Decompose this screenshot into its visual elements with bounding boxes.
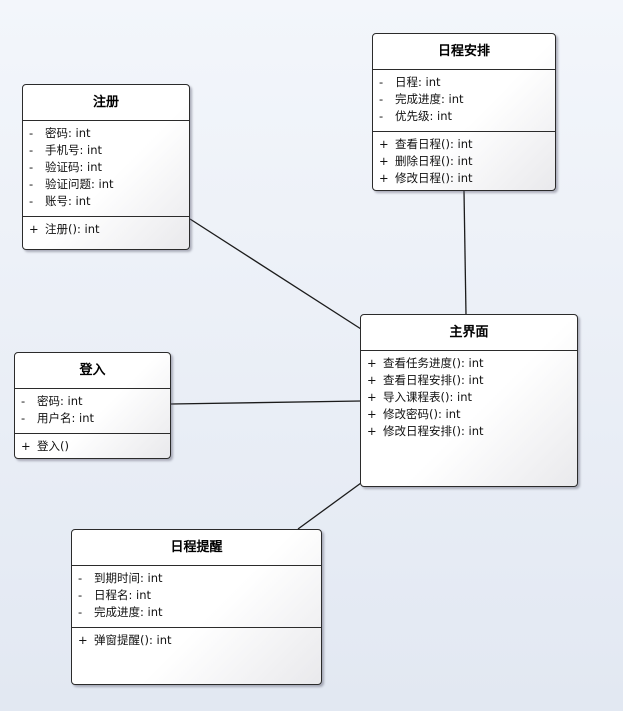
class-name: 登入 <box>15 353 170 389</box>
class-name: 主界面 <box>361 315 577 351</box>
attribute-text: 日程名: int <box>94 588 152 602</box>
association-zhuce-zhujiemian[interactable] <box>189 218 362 330</box>
operations-section: + 查看日程(): int + 删除日程(): int + 修改日程(): int <box>373 131 555 193</box>
visibility-marker: - <box>29 194 34 208</box>
attribute-row[interactable]: -验证码: int <box>23 159 189 176</box>
operations-section: + 登入() <box>15 433 170 461</box>
operation-row[interactable]: + 删除日程(): int <box>373 153 555 170</box>
attributes-section: -密码: int -用户名: int <box>15 389 170 433</box>
attribute-text: 账号: int <box>45 194 91 208</box>
attribute-row[interactable]: -日程名: int <box>72 587 321 604</box>
attributes-section: -到期时间: int -日程名: int -完成进度: int <box>72 566 321 627</box>
attribute-text: 完成进度: int <box>395 92 464 106</box>
attribute-row[interactable]: -密码: int <box>23 125 189 142</box>
operation-text: 修改密码(): int <box>383 407 461 421</box>
visibility-marker: - <box>29 143 34 157</box>
operation-text: 注册(): int <box>45 222 100 236</box>
attribute-row[interactable]: -到期时间: int <box>72 570 321 587</box>
attribute-text: 手机号: int <box>45 143 103 157</box>
visibility-marker: - <box>78 588 83 602</box>
association-richeng-tixing-zhujiemian[interactable] <box>297 482 362 530</box>
class-richeng-anpai[interactable]: 日程安排 -日程: int -完成进度: int -优先级: int +查看日程… <box>372 33 556 191</box>
attribute-text: 优先级: int <box>395 109 453 123</box>
visibility-marker: + <box>367 373 377 387</box>
attribute-row[interactable]: -优先级: int <box>373 108 555 125</box>
operations-section: + 注册(): int <box>23 216 189 244</box>
attribute-row[interactable]: -账号: int <box>23 193 189 210</box>
operation-row[interactable]: + 修改密码(): int <box>361 406 577 423</box>
visibility-marker: - <box>379 92 384 106</box>
operation-row[interactable]: + 导入课程表(): int <box>361 389 577 406</box>
attribute-row[interactable]: -密码: int <box>15 393 170 410</box>
attribute-row[interactable]: -完成进度: int <box>72 604 321 621</box>
visibility-marker: - <box>78 605 83 619</box>
visibility-marker: + <box>379 154 389 168</box>
visibility-marker: - <box>21 411 26 425</box>
visibility-marker: - <box>379 109 384 123</box>
operation-text: 查看日程安排(): int <box>383 373 484 387</box>
attribute-row[interactable]: -验证问题: int <box>23 176 189 193</box>
visibility-marker: + <box>367 356 377 370</box>
visibility-marker: - <box>78 571 83 585</box>
visibility-marker: - <box>21 394 26 408</box>
visibility-marker: - <box>29 160 34 174</box>
operation-text: 导入课程表(): int <box>383 390 472 404</box>
visibility-marker: + <box>78 633 88 647</box>
operation-text: 登入() <box>37 439 69 453</box>
attribute-row[interactable]: -完成进度: int <box>373 91 555 108</box>
visibility-marker: + <box>367 424 377 438</box>
attribute-row[interactable]: -手机号: int <box>23 142 189 159</box>
attribute-text: 验证码: int <box>45 160 103 174</box>
operation-text: 查看任务进度(): int <box>383 356 484 370</box>
visibility-marker: - <box>379 75 384 89</box>
attribute-text: 到期时间: int <box>94 571 163 585</box>
visibility-marker: + <box>379 171 389 185</box>
operation-text: 修改日程安排(): int <box>383 424 484 438</box>
operation-row[interactable]: + 修改日程安排(): int <box>361 423 577 440</box>
class-name: 日程安排 <box>373 34 555 70</box>
attribute-text: 完成进度: int <box>94 605 163 619</box>
association-richeng-anpai-zhujiemian[interactable] <box>463 190 467 316</box>
operation-text: 查看日程(): int <box>395 137 473 151</box>
attribute-row[interactable]: -日程: int <box>373 74 555 91</box>
operation-row[interactable]: + 修改日程(): int <box>373 170 555 187</box>
operations-section: + 弹窗提醒(): int <box>72 627 321 655</box>
operation-row[interactable]: + 登入() <box>15 438 170 455</box>
visibility-marker: - <box>29 177 34 191</box>
association-denglu-zhujiemian[interactable] <box>170 400 362 405</box>
visibility-marker: + <box>367 407 377 421</box>
class-zhuce[interactable]: 注册 -密码: int -手机号: int -验证码: int -验证问题: i… <box>22 84 190 250</box>
operation-text: 修改日程(): int <box>395 171 473 185</box>
attribute-text: 日程: int <box>395 75 441 89</box>
visibility-marker: + <box>29 222 39 236</box>
visibility-marker: + <box>367 390 377 404</box>
operation-row[interactable]: + 查看任务进度(): int <box>361 355 577 372</box>
attributes-section: -密码: int -手机号: int -验证码: int -验证问题: int … <box>23 121 189 216</box>
attribute-row[interactable]: -用户名: int <box>15 410 170 427</box>
class-zhujiemian[interactable]: 主界面 + 查看任务进度(): int + 查看日程安排(): int + 导入课程表… <box>360 314 578 487</box>
operation-row[interactable]: + 弹窗提醒(): int <box>72 632 321 649</box>
class-name: 注册 <box>23 85 189 121</box>
class-denglu[interactable]: 登入 -密码: int -用户名: int + 登入() <box>14 352 171 459</box>
operation-row[interactable]: + 注册(): int <box>23 221 189 238</box>
operation-row[interactable]: + 查看日程(): int <box>373 136 555 153</box>
operations-section: + 查看任务进度(): int + 查看日程安排(): int + 导入课程表(): … <box>361 351 577 446</box>
attribute-text: 密码: int <box>45 126 91 140</box>
class-name: 日程提醒 <box>72 530 321 566</box>
visibility-marker: - <box>29 126 34 140</box>
class-richeng-tixing[interactable]: 日程提醒 -到期时间: int -日程名: int -完成进度: int +弹窗… <box>71 529 322 685</box>
attribute-text: 验证问题: int <box>45 177 114 191</box>
visibility-marker: + <box>21 439 31 453</box>
operation-row[interactable]: + 查看日程安排(): int <box>361 372 577 389</box>
operation-text: 删除日程(): int <box>395 154 473 168</box>
attribute-text: 用户名: int <box>37 411 95 425</box>
operation-text: 弹窗提醒(): int <box>94 633 172 647</box>
visibility-marker: + <box>379 137 389 151</box>
attributes-section: -日程: int -完成进度: int -优先级: int <box>373 70 555 131</box>
attribute-text: 密码: int <box>37 394 83 408</box>
